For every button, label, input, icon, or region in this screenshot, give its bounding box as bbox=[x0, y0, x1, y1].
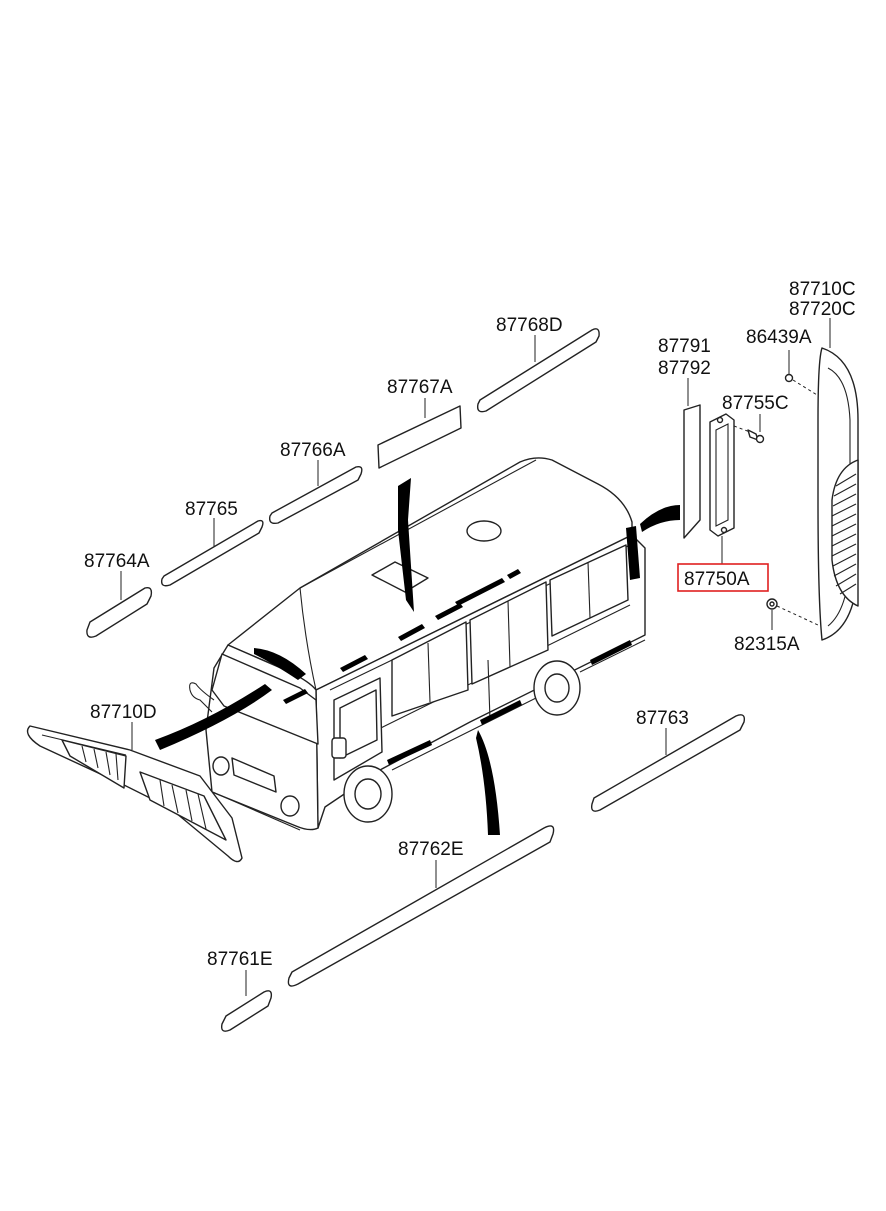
label-87755C: 87755C bbox=[722, 393, 789, 414]
decal-87763[interactable] bbox=[590, 714, 746, 812]
bracket-87750A[interactable] bbox=[709, 413, 735, 537]
label-87762E: 87762E bbox=[398, 839, 464, 860]
clip-82315A[interactable] bbox=[766, 598, 819, 626]
decal-87762E[interactable] bbox=[287, 825, 555, 987]
panel-87791[interactable] bbox=[683, 404, 701, 539]
label-87763: 87763 bbox=[636, 708, 689, 729]
decal-87765[interactable] bbox=[160, 519, 264, 587]
bus-body bbox=[189, 457, 646, 831]
label-87765: 87765 bbox=[185, 499, 238, 520]
label-87761E: 87761E bbox=[207, 949, 273, 970]
decal-87766A[interactable] bbox=[268, 465, 363, 525]
decal-87768D[interactable] bbox=[476, 328, 600, 413]
label-87710C: 87710C bbox=[789, 279, 856, 300]
garnish-87710C[interactable] bbox=[817, 347, 859, 641]
label-82315A: 82315A bbox=[734, 634, 800, 655]
label-87766A: 87766A bbox=[280, 440, 346, 461]
label-87767A: 87767A bbox=[387, 377, 453, 398]
label-87720C: 87720C bbox=[789, 299, 856, 320]
label-86439A: 86439A bbox=[746, 327, 812, 348]
decal-87761E[interactable] bbox=[220, 990, 273, 1032]
clip-86439A[interactable] bbox=[784, 373, 823, 399]
label-87791: 87791 bbox=[658, 336, 711, 357]
label-87764A: 87764A bbox=[84, 551, 150, 572]
decal-87767A[interactable] bbox=[377, 405, 462, 469]
label-87750A[interactable]: 87750A bbox=[684, 569, 750, 590]
label-87768D: 87768D bbox=[496, 315, 563, 336]
label-87710D: 87710D bbox=[90, 702, 157, 723]
decal-87764A[interactable] bbox=[86, 586, 153, 638]
screw-87755C[interactable] bbox=[733, 425, 765, 444]
bus-stripes bbox=[155, 478, 680, 835]
label-87792: 87792 bbox=[658, 358, 711, 379]
highlight-box-87750A bbox=[677, 563, 769, 592]
garnish-87710D[interactable] bbox=[26, 725, 243, 863]
